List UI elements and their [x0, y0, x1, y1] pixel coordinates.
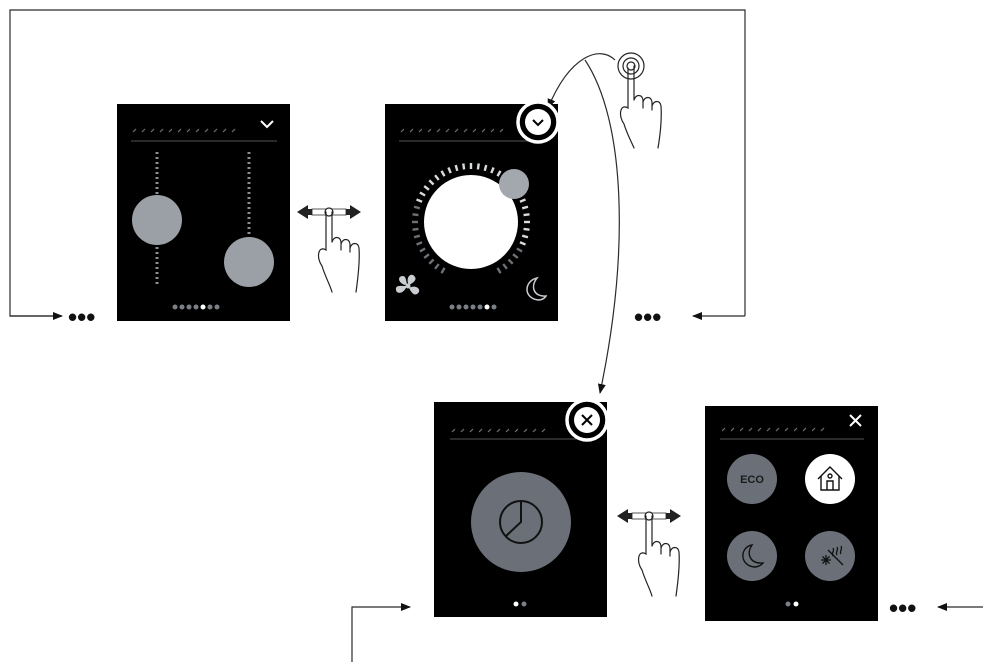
dial-tick: [414, 236, 420, 238]
swipe-hand-icon: [617, 509, 681, 596]
mode-button-eco[interactable]: ECO: [727, 454, 777, 504]
eco-label: ECO: [740, 474, 764, 486]
arrow-to-timer-screen: [585, 60, 619, 393]
screen-setpoint-dial[interactable]: [385, 102, 558, 321]
dial-tick: [524, 229, 530, 230]
continuation-dots-right-bottom: •••: [889, 593, 916, 623]
slider-knob-left[interactable]: [132, 195, 182, 245]
slider-knob-right[interactable]: [224, 237, 274, 287]
dial-handle[interactable]: [499, 169, 529, 199]
continuation-dots-right-top: •••: [634, 302, 661, 332]
arrow-into-timer: [352, 607, 410, 662]
dial-tick: [414, 207, 420, 209]
dial-tick: [522, 236, 528, 238]
mode-button-frost-protection[interactable]: [805, 531, 855, 581]
screen-timer[interactable]: [434, 400, 607, 617]
screen-sliders[interactable]: [117, 104, 290, 321]
dial-tick: [485, 165, 487, 171]
dial-tick: [413, 229, 419, 230]
screen-modes[interactable]: ECO: [705, 406, 878, 621]
dial-tick: [478, 164, 479, 170]
dial-tick: [524, 214, 530, 215]
dial-tick: [413, 214, 419, 215]
arrow-tap-to-chevron: [548, 54, 615, 108]
continuation-dots-left: •••: [68, 302, 95, 332]
mode-button-night[interactable]: [727, 531, 777, 581]
dial-tick: [456, 165, 458, 171]
dial-tick: [522, 207, 528, 209]
swipe-hand-icon: [297, 205, 361, 292]
dial-tick: [463, 164, 464, 170]
mode-button-comfort[interactable]: [805, 454, 855, 504]
tap-hand-icon: [618, 53, 661, 148]
